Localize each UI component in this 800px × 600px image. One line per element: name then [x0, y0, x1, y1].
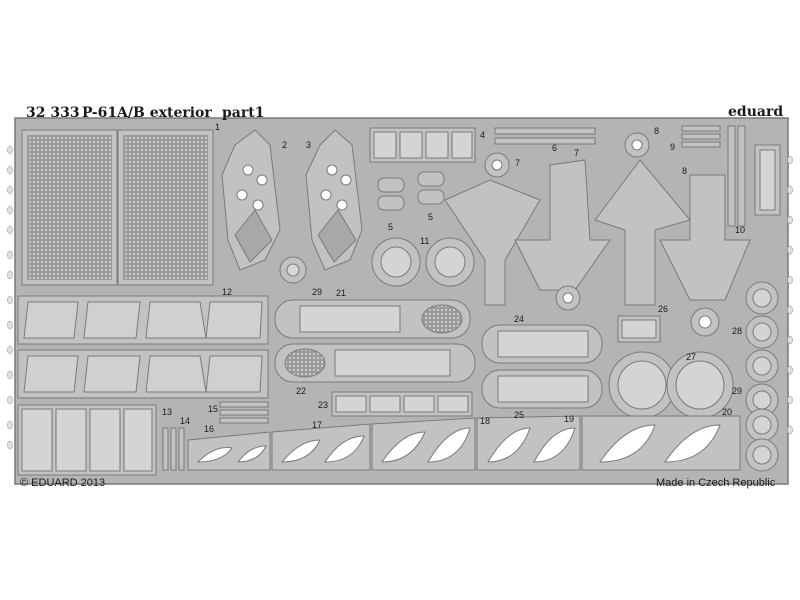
part-8-plate-right — [659, 174, 751, 337]
part-4-frames — [369, 127, 476, 163]
part-number: 5 — [428, 212, 434, 222]
part-3-intake — [305, 129, 363, 271]
origin-text: Made in Czech Republic — [656, 477, 776, 489]
part-number: 24 — [514, 314, 525, 324]
part-number: 8 — [654, 126, 660, 136]
part-number: 22 — [296, 386, 307, 396]
part-number: 14 — [180, 416, 191, 426]
part-21-vent — [274, 299, 471, 339]
part-number: 9 — [670, 142, 676, 152]
part-number: 16 — [204, 424, 215, 434]
part-number: 7 — [574, 148, 580, 158]
part-27-covers — [608, 351, 734, 419]
part-6-strip — [494, 127, 596, 145]
part-number: 21 — [336, 288, 347, 298]
part-number: 18 — [480, 416, 491, 426]
part-number: 1 — [215, 122, 221, 132]
part-15-bars — [219, 401, 269, 424]
part-number: 6 — [552, 143, 558, 153]
sheet-code: 32 333 — [26, 105, 80, 121]
brand-logo: eduard — [728, 104, 784, 120]
part-number: 15 — [208, 404, 219, 414]
part-22-vent — [274, 343, 476, 383]
part-number: 20 — [722, 407, 733, 417]
part-26-block — [617, 315, 661, 343]
part-number: 3 — [306, 140, 312, 150]
part-24-vent — [481, 324, 603, 364]
part-29-discs — [279, 256, 307, 284]
part-12-panels — [17, 295, 269, 399]
part-2-intake — [221, 129, 281, 271]
part-23-frames — [331, 391, 473, 417]
part-number: 13 — [162, 407, 173, 417]
edge-holes — [7, 145, 793, 450]
part-11-covers — [371, 237, 475, 287]
part-number: 8 — [682, 166, 688, 176]
part-number: 29 — [312, 287, 323, 297]
part-number: 2 — [282, 140, 288, 150]
part-number: 11 — [420, 236, 430, 246]
part-5-clips — [377, 171, 445, 211]
part-28-discs — [745, 281, 779, 472]
part-25-vent — [481, 369, 603, 409]
part-14-pins — [162, 427, 185, 471]
part-number: 19 — [564, 414, 575, 424]
part-number: 28 — [732, 326, 743, 336]
part-number: 26 — [658, 304, 669, 314]
part-number: 7 — [515, 158, 521, 168]
sheet-part: part1 — [222, 105, 265, 121]
part-7-plate-left — [444, 152, 541, 306]
part-number: 4 — [480, 130, 486, 140]
part-7-plate-right — [514, 159, 611, 311]
part-number: 29 — [732, 386, 743, 396]
part-1-mesh-screens — [21, 129, 214, 286]
part-13-frames — [17, 404, 157, 476]
copyright-text: © EDUARD 2013 — [20, 477, 106, 489]
part-number: 17 — [312, 420, 323, 430]
part-number: 12 — [222, 287, 233, 297]
part-8-plate-left — [594, 132, 691, 306]
part-9-bars — [681, 125, 721, 148]
part-16-20-strips — [187, 415, 741, 471]
part-number: 27 — [686, 352, 697, 362]
part-number: 25 — [514, 410, 525, 420]
part-number: 5 — [388, 222, 394, 232]
part-10-strips — [727, 125, 781, 227]
part-number: 10 — [735, 225, 746, 235]
sheet-title: P-61A/B exterior — [82, 105, 212, 121]
part-number: 23 — [318, 400, 329, 410]
